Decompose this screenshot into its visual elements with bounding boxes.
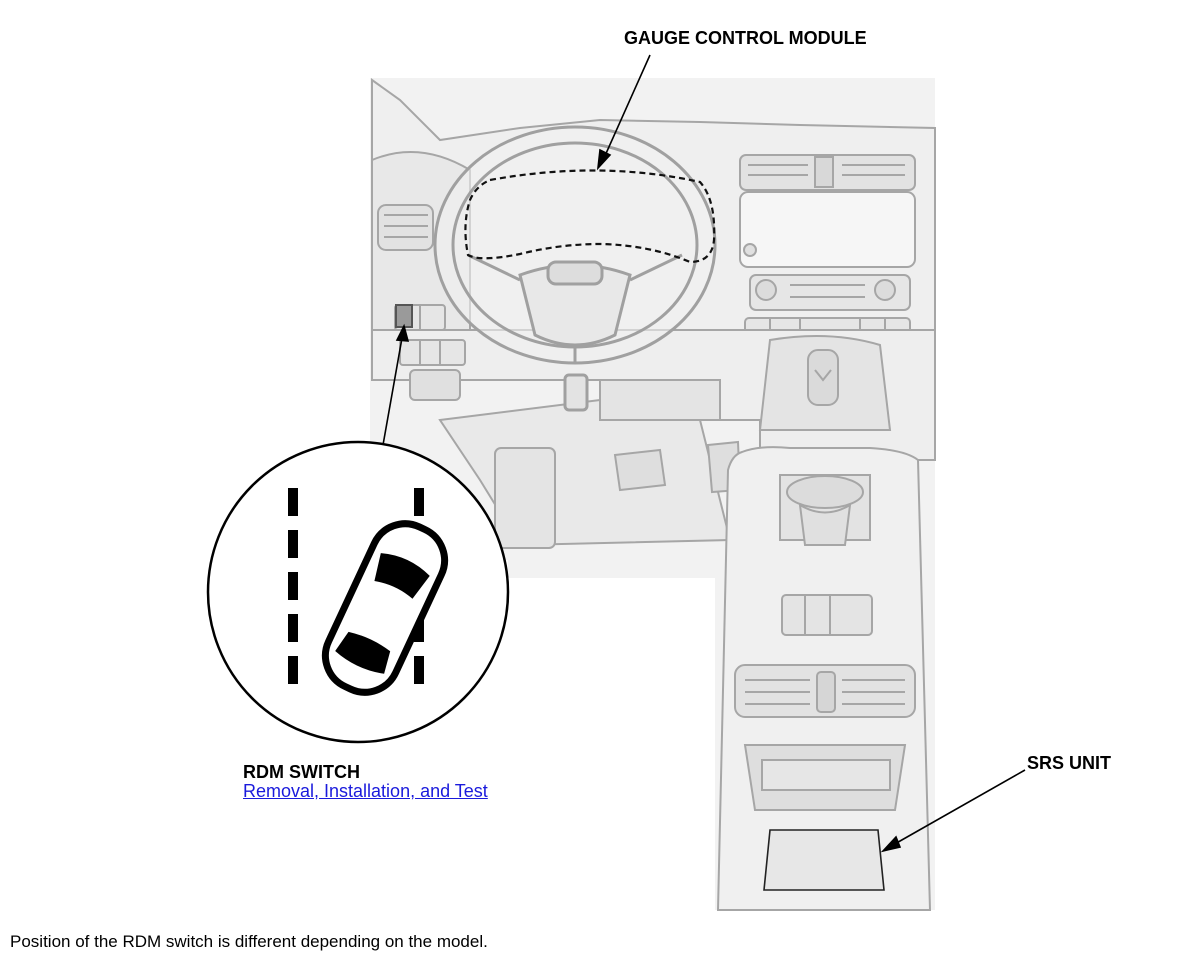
- gauge-control-module-label: GAUGE CONTROL MODULE: [624, 28, 867, 48]
- leader-lines: [382, 54, 1026, 853]
- steering-wheel: [433, 125, 717, 412]
- rdm-switch-callout: [206, 440, 510, 744]
- rdm-switch-label: RDM SWITCH: [243, 762, 360, 782]
- lower-dashboard: [371, 304, 936, 549]
- diagram-caption: Position of the RDM switch is different …: [10, 932, 488, 951]
- srs-unit-box: [763, 829, 885, 891]
- gauge-control-module-outline: [464, 169, 716, 264]
- srs-unit-label: SRS UNIT: [1027, 753, 1112, 773]
- road-departure-mitigation-icon: [288, 488, 449, 696]
- center-console: [716, 446, 932, 911]
- rdm-removal-installation-test-link[interactable]: Removal, Installation, and Test: [243, 781, 488, 801]
